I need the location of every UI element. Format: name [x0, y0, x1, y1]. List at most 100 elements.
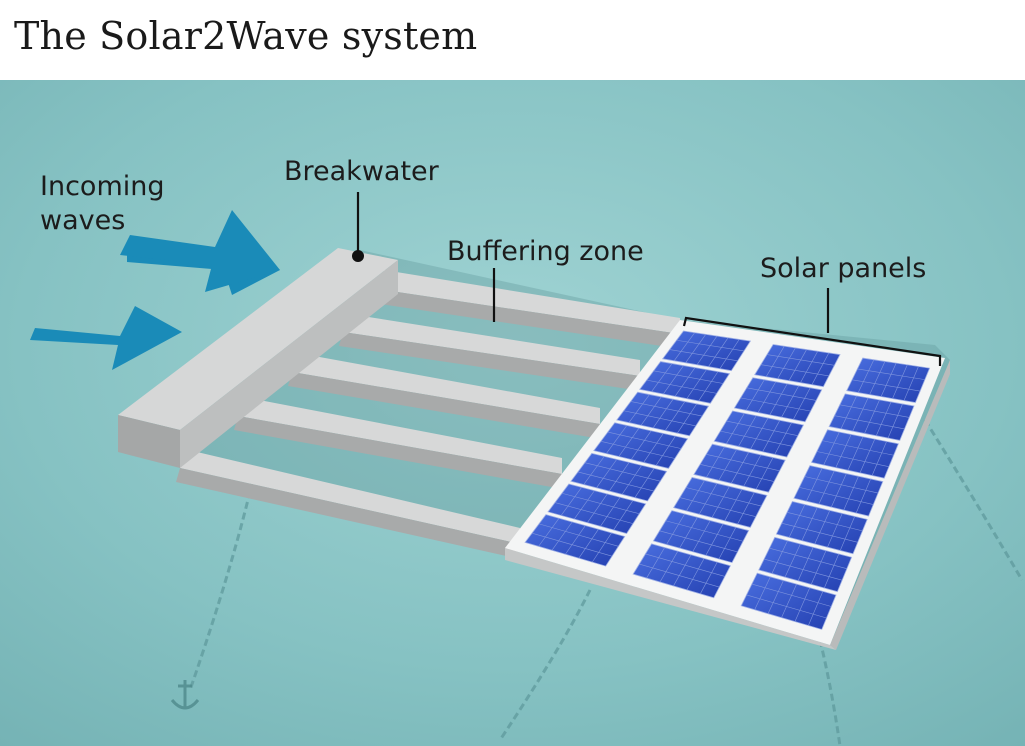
solar-cell-line — [551, 521, 573, 551]
incoming-waves-line1: Incoming — [40, 171, 165, 202]
solar-cell-line — [613, 500, 634, 531]
solar-cell-line — [903, 366, 919, 401]
solar-cell-line — [573, 490, 595, 520]
solar-cell-line — [840, 395, 857, 429]
solar-panels-label: Solar panels — [760, 253, 927, 284]
solar-cell-line — [880, 362, 897, 397]
incoming-waves-label: Incoming waves — [40, 170, 165, 238]
solar-cell-line — [724, 489, 743, 521]
solar-cell-line — [600, 497, 621, 527]
solar-cell-line — [824, 553, 840, 589]
solar-cell-line — [738, 415, 757, 447]
solar-cell-line — [788, 349, 807, 381]
solar-cell-line — [592, 532, 612, 563]
breakwater-marker — [352, 250, 364, 262]
solar-cell-line — [640, 396, 662, 426]
solar-cell-line — [686, 558, 705, 591]
right-arrow-icon — [120, 210, 280, 292]
right-arrow-icon — [30, 306, 182, 370]
incoming-waves-line2: waves — [40, 205, 126, 236]
solar-cell-line — [673, 554, 692, 587]
solar-cell-line — [745, 379, 765, 411]
solar-cell-line — [794, 587, 811, 622]
solar-cells — [524, 330, 931, 630]
solar-cell-line — [754, 576, 771, 610]
solar-cell-line — [797, 547, 814, 581]
solar-cell-line — [765, 346, 785, 377]
solar-cell-line — [857, 359, 875, 393]
chain-icon — [923, 419, 1024, 581]
chain-icon — [498, 589, 592, 741]
solar-cell-line — [718, 449, 737, 481]
solar-cell-line — [818, 470, 835, 505]
solar-cell-line — [827, 513, 843, 548]
solar-cell-line — [781, 385, 800, 418]
solar-cell-line — [750, 417, 769, 450]
solar-cell-line — [771, 540, 788, 574]
solar-cell-line — [630, 430, 652, 460]
solar-cell-line — [781, 583, 797, 618]
solar-cell-line — [859, 438, 876, 474]
solar-cell-line — [755, 457, 774, 490]
solar-cell-line — [718, 527, 737, 560]
solar-cell-line — [814, 510, 831, 545]
breakwater-label: Breakwater — [284, 156, 439, 187]
solar-cell-line — [696, 335, 718, 365]
solar-cell-line — [871, 441, 887, 476]
solar-cell-line — [839, 516, 856, 551]
solar-cell-line — [788, 504, 806, 538]
solar-cell-line — [578, 529, 599, 559]
solar-cell-line — [743, 454, 762, 487]
solar-cell-line — [769, 383, 788, 416]
solar-cell-line — [560, 487, 582, 516]
solar-cell-line — [652, 399, 674, 429]
solar-cell-line — [643, 433, 664, 463]
solar-cell-line — [757, 381, 777, 413]
solar-cell-line — [806, 468, 823, 502]
solar-cell-line — [698, 371, 719, 402]
solar-cell-line — [852, 397, 869, 432]
solar-cell-line — [618, 427, 640, 457]
solar-cell-line — [621, 465, 642, 495]
solar-cell-line — [609, 462, 630, 492]
solar-cell-line — [835, 434, 852, 468]
solar-cell-line — [659, 551, 679, 583]
solar-cell-line — [685, 334, 707, 363]
solar-cell-line — [892, 364, 908, 399]
solar-cell-line — [538, 518, 560, 547]
solar-cell-line — [664, 401, 686, 431]
solar-cell-line — [677, 403, 697, 434]
solar-cell-line — [711, 486, 730, 518]
solar-cell-line — [719, 339, 740, 369]
solar-cell-line — [666, 513, 685, 545]
solar-cell-line — [655, 435, 676, 466]
solar2wave-scene — [0, 80, 1025, 746]
solar-cell-line — [875, 401, 892, 436]
solar-cell-line — [855, 478, 871, 514]
solar-cell-line — [628, 394, 650, 423]
solar-cell-line — [686, 369, 707, 399]
solar-cell-line — [646, 547, 665, 579]
solar-cell-line — [634, 468, 655, 498]
solar-cell-line — [692, 520, 711, 552]
solar-cell-line — [831, 473, 847, 508]
solar-cell-line — [674, 367, 696, 397]
solar-cell-line — [811, 352, 830, 385]
solar-cell-line — [583, 456, 605, 485]
chain-icon — [818, 639, 842, 746]
solar-cell-line — [587, 493, 608, 523]
leader-lines — [356, 192, 942, 366]
solar-cell-line — [864, 399, 880, 434]
solar-bracket — [682, 316, 942, 366]
solar-cell-line — [706, 446, 725, 478]
solar-cell-line — [565, 525, 586, 555]
solar-cell-line — [823, 431, 840, 466]
solar-cell-line — [737, 492, 755, 525]
solar-cell-line — [730, 452, 750, 484]
solar-cell-line — [651, 363, 673, 392]
solar-cell-line — [767, 580, 784, 614]
solar-cell-line — [673, 332, 695, 361]
solar-cell-line — [810, 550, 827, 585]
solar-cell-line — [726, 413, 745, 444]
